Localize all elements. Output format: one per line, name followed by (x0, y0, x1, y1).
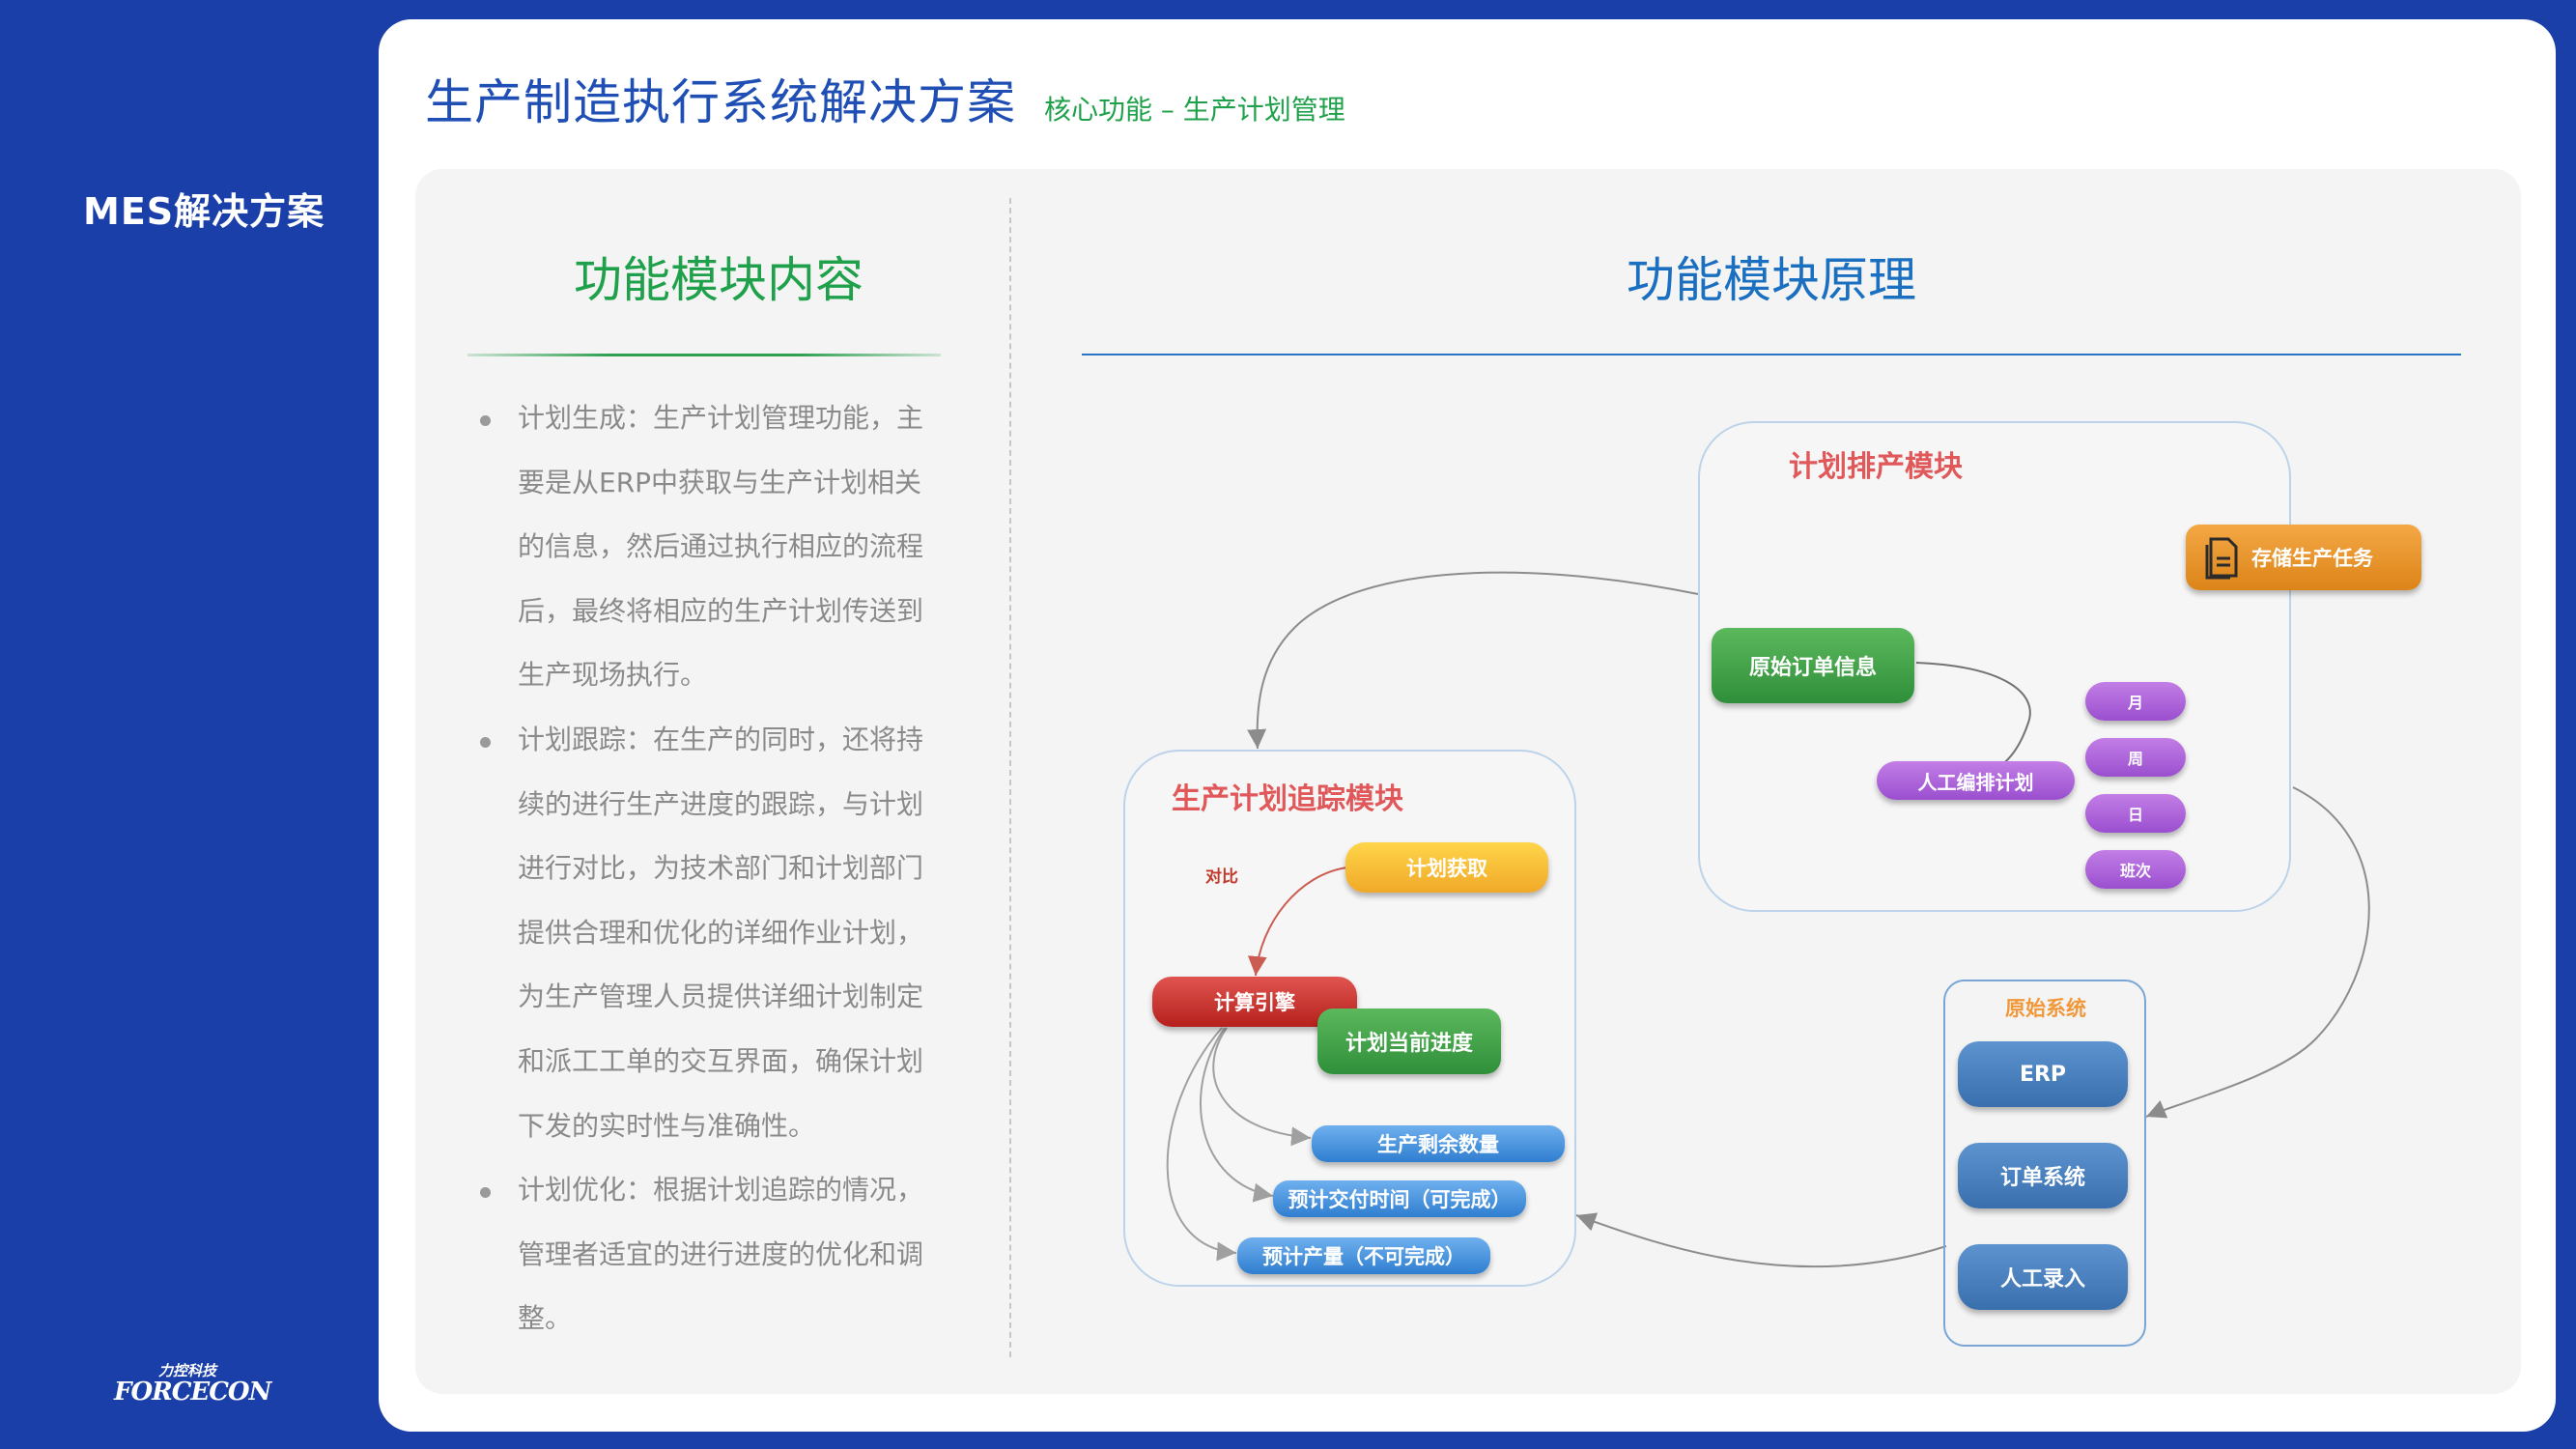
store-task-node: 存储生产任务 (2186, 525, 2421, 590)
page-title: 生产制造执行系统解决方案 (425, 74, 1016, 130)
period-day-node: 日 (2085, 794, 2186, 833)
connector-engine-to-remaining (1212, 1027, 1312, 1147)
feature-list: 计划生成：生产计划管理功能，主要是从ERP中获取与生产计划相关的信息，然后通过执… (473, 386, 937, 1351)
logo-cn-text: 力控科技 (158, 1362, 217, 1379)
tracking-module-title: 生产计划追踪模块 (1172, 782, 1403, 816)
connector-scheduling-to-source (2145, 786, 2370, 1119)
source-systems-box (1943, 980, 2146, 1347)
source-systems-title: 原始系统 (2005, 997, 2086, 1020)
period-month-node: 月 (2085, 682, 2186, 721)
feature-item-plan-generation: 计划生成：生产计划管理功能，主要是从ERP中获取与生产计划相关的信息，然后通过执… (473, 386, 937, 708)
connector-source-to-tracking (1575, 1212, 1947, 1268)
sidebar-title: MES解决方案 (83, 190, 326, 233)
est-delivery-node: 预计交付时间（可完成） (1273, 1180, 1526, 1217)
connector-compare (1247, 867, 1348, 977)
store-task-label: 存储生产任务 (2251, 547, 2373, 570)
logo-en-text: FORCECON (114, 1378, 271, 1406)
connector-order-to-manual (1915, 662, 2031, 774)
source-manual-entry-node: 人工录入 (1958, 1244, 2128, 1310)
connector-scheduling-to-tracking (1247, 571, 1699, 750)
period-shift-node: 班次 (2085, 850, 2186, 889)
right-heading-rule (1082, 354, 2461, 355)
left-heading: 功能模块内容 (574, 252, 863, 308)
document-icon (2205, 537, 2238, 580)
feature-item-plan-optimization: 计划优化：根据计划追踪的情况，管理者适宜的进行进度的优化和调整。 (473, 1158, 937, 1351)
est-output-node: 预计产量（不可完成） (1237, 1237, 1490, 1274)
compare-label: 对比 (1205, 867, 1238, 887)
plan-fetch-node: 计划获取 (1345, 842, 1548, 893)
column-divider (1009, 198, 1011, 1357)
original-order-node: 原始订单信息 (1712, 628, 1914, 703)
current-progress-node: 计划当前进度 (1317, 1009, 1501, 1074)
page-subtitle: 核心功能 – 生产计划管理 (1044, 94, 1345, 126)
left-heading-rule (467, 354, 941, 356)
feature-item-plan-tracking: 计划跟踪：在生产的同时，还将持续的进行生产进度的跟踪，与计划进行对比，为技术部门… (473, 708, 937, 1158)
remaining-qty-node: 生产剩余数量 (1312, 1125, 1565, 1162)
right-heading: 功能模块原理 (1627, 252, 1916, 308)
connector-engine-to-output (1166, 1027, 1237, 1262)
calc-engine-node: 计算引擎 (1152, 977, 1357, 1027)
scheduling-module-title: 计划排产模块 (1789, 450, 1963, 484)
manual-plan-node: 人工编排计划 (1877, 761, 2075, 800)
company-logo: 力控科技 FORCECON (114, 1360, 278, 1408)
connector-engine-to-delivery (1200, 1027, 1274, 1203)
source-erp-node: ERP (1958, 1041, 2128, 1107)
source-order-system-node: 订单系统 (1958, 1143, 2128, 1208)
period-week-node: 周 (2085, 738, 2186, 777)
